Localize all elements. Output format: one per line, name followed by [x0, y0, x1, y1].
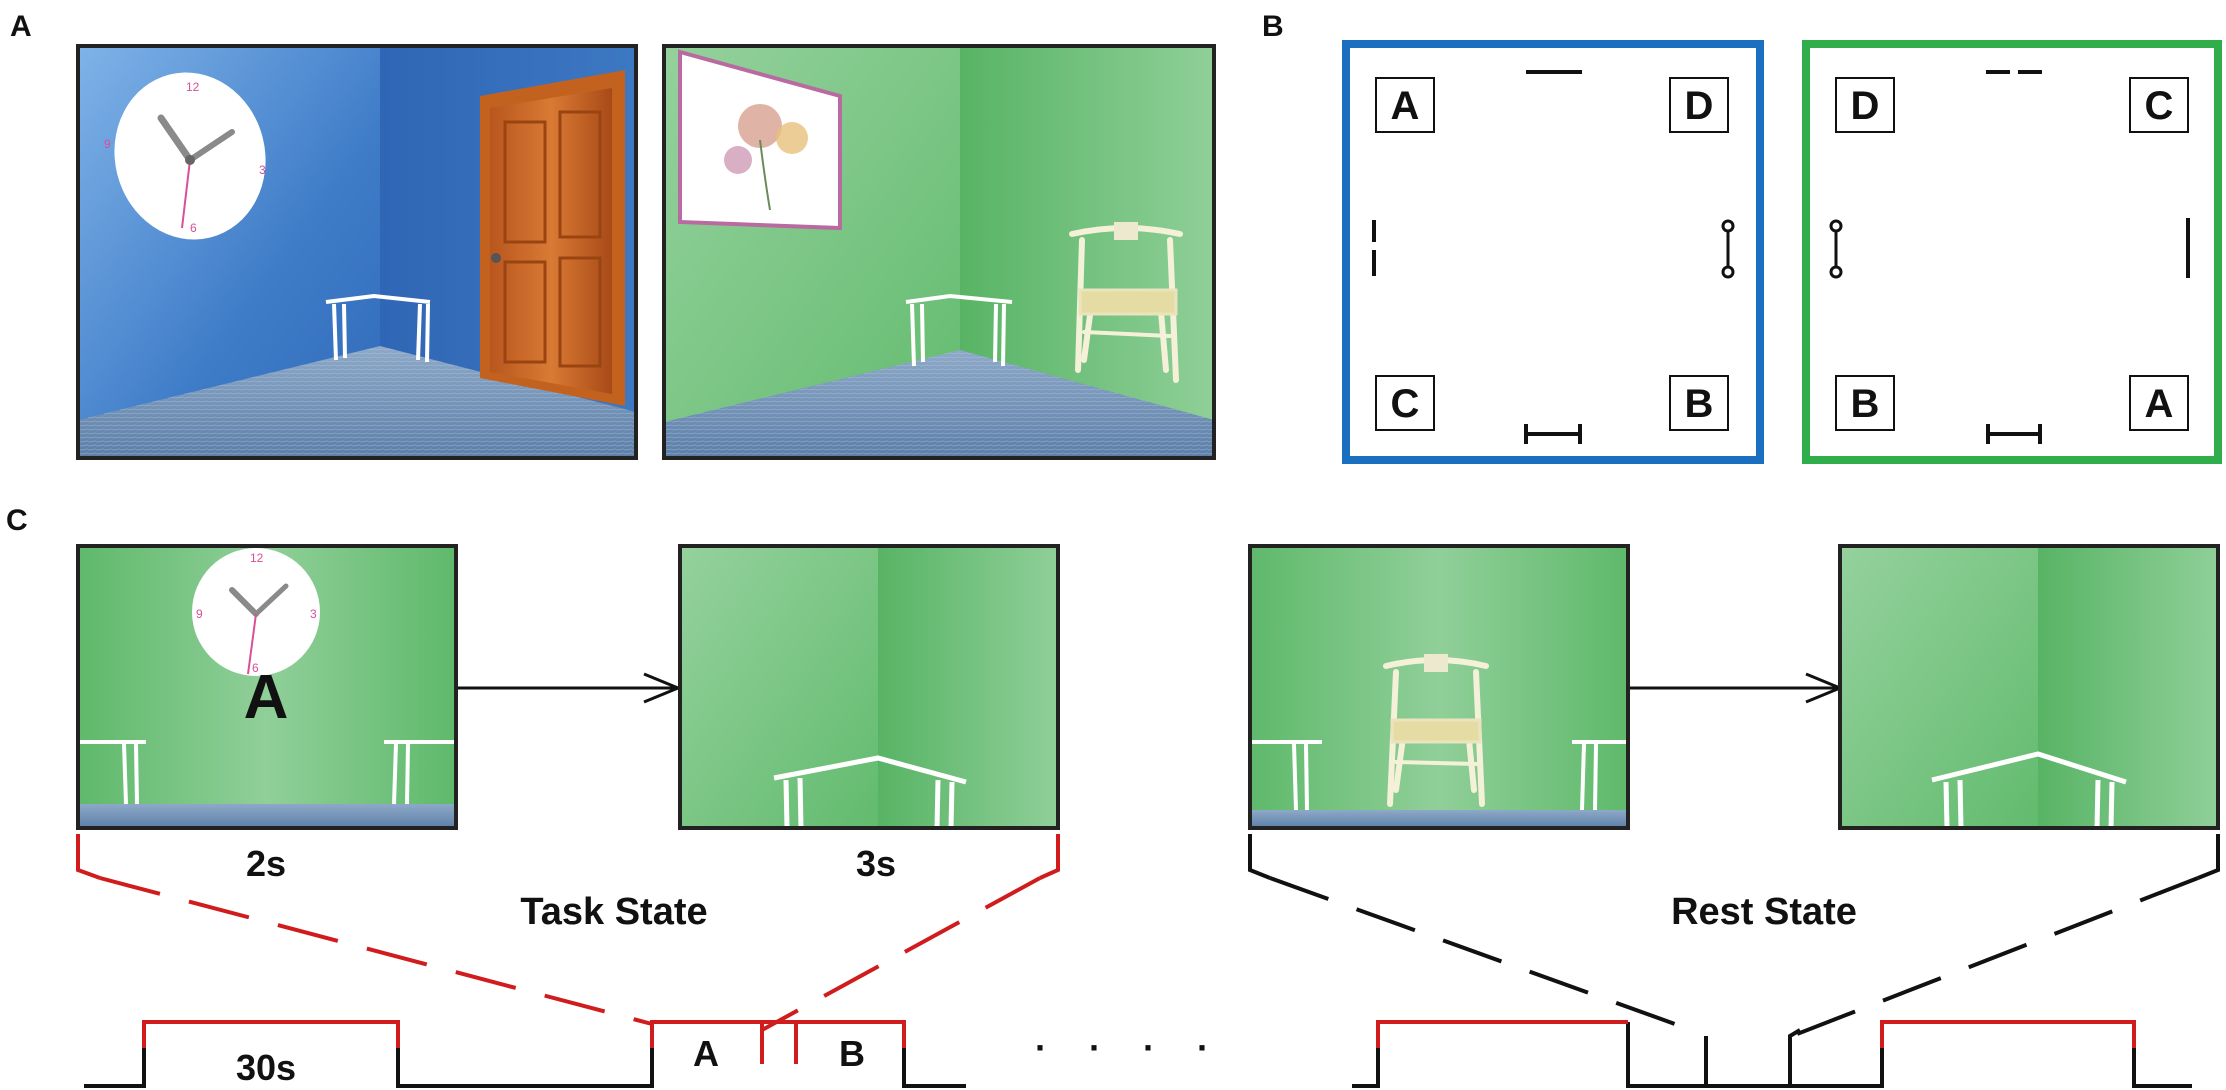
task-cue-frame: 12 9 3 6 A [76, 544, 458, 830]
flower-painting-icon [678, 49, 842, 231]
corner-bench-icon [773, 755, 967, 829]
rest-target-frame [1838, 544, 2220, 830]
task-state-label: Task State [520, 891, 707, 933]
svg-text:6: 6 [252, 661, 259, 675]
corner-box: D [1669, 77, 1729, 133]
task-zoom-bracket [76, 834, 1060, 1032]
chair-icon [1069, 222, 1183, 383]
cue-letter: A [244, 663, 289, 732]
corner-bench-icon [905, 293, 1013, 367]
transition-arrow [1630, 672, 1844, 704]
svg-text:12: 12 [186, 80, 200, 94]
timeline-ellipsis: · · · · [1035, 1027, 1225, 1068]
timeline-rest-segment [1626, 1022, 1884, 1088]
svg-text:A: A [1391, 84, 1420, 128]
landmark-dumbbell-left [1829, 219, 1843, 279]
timeline-rest-segment [84, 1048, 146, 1088]
corner-bench-icon [325, 293, 431, 363]
corner-box: D [1835, 77, 1895, 133]
green-room-diagram: D C B A [1802, 40, 2222, 464]
sub-label-a: A [693, 1033, 719, 1074]
svg-text:D: D [1851, 84, 1880, 128]
timeline-task-block [650, 1020, 906, 1048]
corner-box: A [2129, 375, 2189, 431]
svg-text:9: 9 [104, 137, 111, 151]
svg-text:B: B [1851, 382, 1880, 426]
timeline-task-block [1880, 1020, 2136, 1048]
timeline-rest-segment [2132, 1048, 2192, 1088]
corner-box: A [1375, 77, 1435, 133]
cue-duration: 2s [246, 843, 286, 884]
chair-icon [1383, 654, 1489, 807]
door-icon [480, 70, 625, 406]
svg-text:9: 9 [196, 607, 203, 621]
landmark-dumbbell-right [1721, 219, 1735, 279]
blue-room-diagram: A D C B [1342, 40, 1764, 464]
timeline [84, 1020, 2192, 1088]
corner-box: C [2129, 77, 2189, 133]
rest-state-label: Rest State [1671, 891, 1857, 933]
target-duration: 3s [856, 843, 896, 884]
panel-a-label: A [10, 10, 32, 43]
svg-text:C: C [1391, 382, 1420, 426]
task-target-frame [678, 544, 1060, 830]
timeline-rest-segment [396, 1048, 654, 1088]
bench-icon [1250, 740, 1628, 811]
corner-box: B [1835, 375, 1895, 431]
rest-zoom-bracket [1248, 834, 2220, 1038]
corner-box: B [1669, 375, 1729, 431]
transition-arrow [458, 672, 682, 704]
svg-text:3: 3 [259, 163, 266, 177]
svg-text:D: D [1685, 84, 1714, 128]
sub-label-b: B [839, 1033, 865, 1074]
timeline-rest-segment [1352, 1048, 1380, 1088]
rest-cue-frame [1248, 544, 1630, 830]
clock-icon: 12 9 3 6 [192, 548, 320, 676]
landmark-bracket-bottom [1986, 424, 2042, 444]
svg-text:A: A [2145, 382, 2174, 426]
landmark-bracket-bottom [1524, 424, 1582, 444]
panel-c-label: C [6, 504, 28, 537]
clock-icon: 12 9 3 6 [104, 72, 266, 240]
block-duration-label: 30s [236, 1047, 296, 1088]
svg-text:B: B [1685, 382, 1714, 426]
blue-room-photo: 12 9 3 6 [76, 44, 638, 460]
svg-text:12: 12 [250, 551, 264, 565]
panel-b-label: B [1262, 10, 1284, 43]
corner-box: C [1375, 375, 1435, 431]
timeline-rest-segment [902, 1048, 966, 1088]
timeline-task-block [142, 1020, 400, 1048]
svg-text:C: C [2145, 84, 2174, 128]
svg-text:6: 6 [190, 221, 197, 235]
corner-bench-icon [1931, 751, 2127, 829]
green-room-photo [662, 44, 1216, 460]
svg-text:3: 3 [310, 607, 317, 621]
bench-icon [78, 740, 456, 805]
timeline-task-block [1376, 1020, 1628, 1048]
